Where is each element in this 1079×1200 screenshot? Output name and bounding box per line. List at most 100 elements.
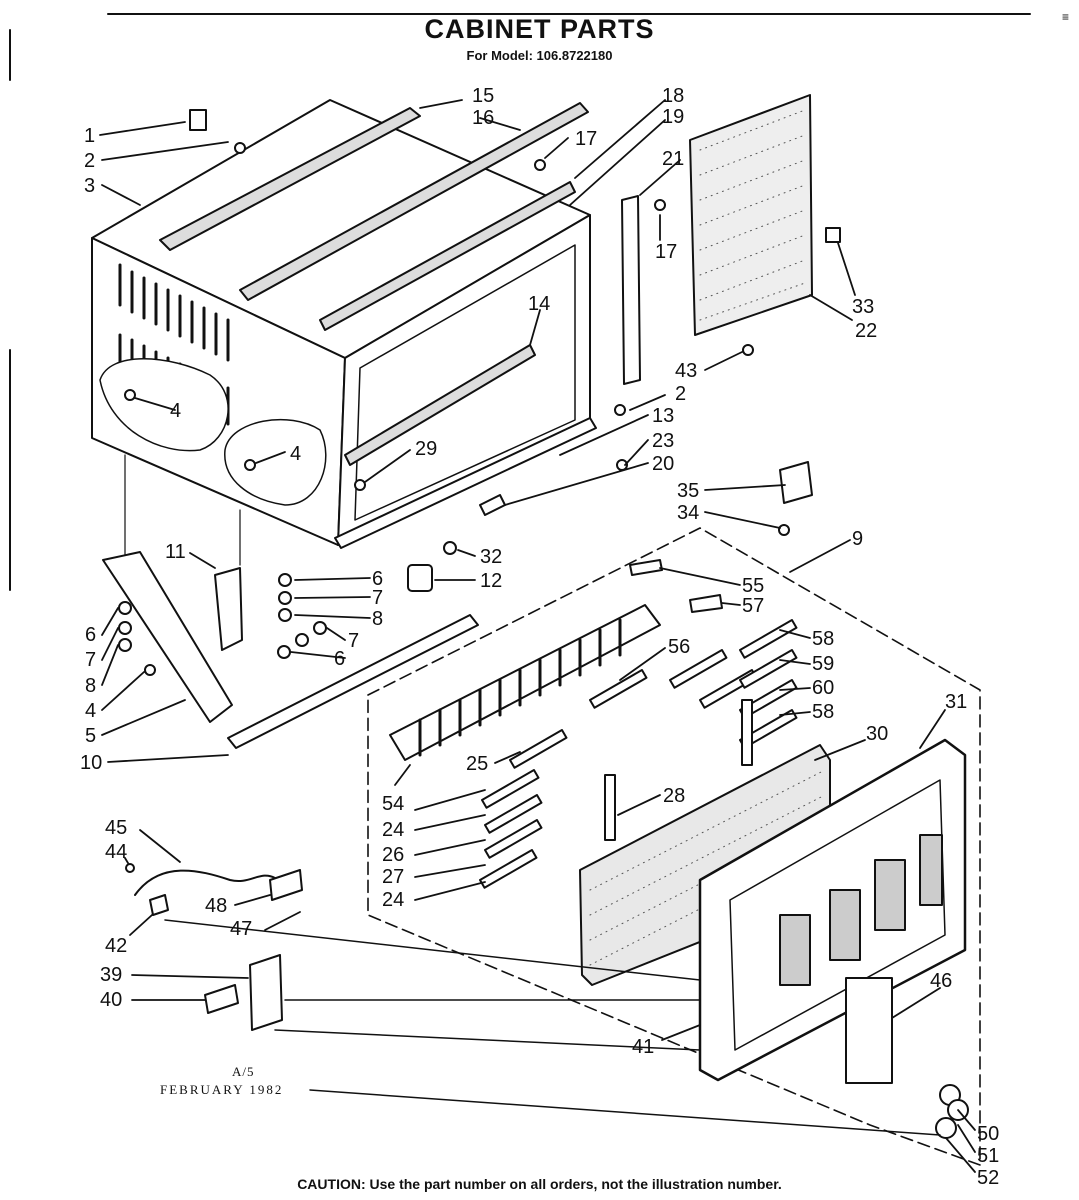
louvre-vanes (478, 619, 798, 889)
callout-30: 30 (866, 723, 888, 745)
revision-date: FEBRUARY 1982 (160, 1082, 284, 1097)
mounting-plate (249, 954, 283, 1031)
callout-24b: 24 (382, 889, 404, 911)
callout-39: 39 (100, 964, 122, 986)
callout-3: 3 (84, 175, 95, 197)
callout-52: 52 (977, 1167, 999, 1189)
callout-2b: 2 (675, 383, 686, 405)
clamp (149, 894, 169, 916)
front-assembly-boundary (367, 527, 981, 1166)
callout-4b: 4 (290, 443, 301, 465)
callout-14: 14 (528, 293, 550, 315)
upright-bracket (621, 195, 641, 385)
callout-55: 55 (742, 575, 764, 597)
callout-46: 46 (930, 970, 952, 992)
callout-43: 43 (675, 360, 697, 382)
callout-57: 57 (742, 595, 764, 617)
callout-41: 41 (632, 1036, 654, 1058)
hardware (118, 109, 790, 873)
assembly-line (164, 919, 701, 981)
callout-6a: 6 (372, 568, 383, 590)
callout-10: 10 (80, 752, 102, 774)
assembly-line (274, 1029, 701, 1051)
bottom-rail (227, 614, 479, 749)
callout-23: 23 (652, 430, 674, 452)
callout-6c: 6 (85, 624, 96, 646)
callout-17: 17 (575, 128, 597, 150)
callout-25: 25 (466, 753, 488, 775)
support-bracket (102, 551, 233, 723)
callout-27: 27 (382, 866, 404, 888)
callout-labels: 1 2 3 15 16 17 18 19 21 17 33 22 43 2 14… (80, 85, 999, 1189)
vane-link (741, 699, 753, 766)
callout-16: 16 (472, 107, 494, 129)
callout-18: 18 (662, 85, 684, 107)
callout-60: 60 (812, 677, 834, 699)
front-grille (698, 738, 967, 1082)
callout-58b: 58 (812, 701, 834, 723)
callout-20: 20 (652, 453, 674, 475)
callout-26: 26 (382, 844, 404, 866)
model-number: For Model: 106.8722180 (466, 48, 613, 63)
vane-link (604, 774, 616, 841)
assembly-line (309, 1089, 941, 1136)
callout-50: 50 (977, 1123, 999, 1145)
callout-5: 5 (85, 725, 96, 747)
callout-56: 56 (668, 636, 690, 658)
callout-9: 9 (852, 528, 863, 550)
caution-note: CAUTION: Use the part number on all orde… (297, 1176, 782, 1192)
callout-8c: 8 (85, 675, 96, 697)
plug (204, 984, 239, 1014)
terminal-block (269, 869, 303, 901)
callout-32: 32 (480, 546, 502, 568)
clip-part (825, 227, 841, 243)
callout-35: 35 (677, 480, 699, 502)
callout-13: 13 (652, 405, 674, 427)
callout-51: 51 (977, 1145, 999, 1167)
wire-harness (134, 869, 276, 896)
callout-19: 19 (662, 106, 684, 128)
callout-12: 12 (480, 570, 502, 592)
callout-47: 47 (230, 918, 252, 940)
cabinet-shell (91, 99, 597, 549)
control-bracket (779, 461, 813, 504)
side-bracket (214, 567, 243, 651)
callout-22: 22 (855, 320, 877, 342)
callout-6b: 6 (334, 648, 345, 670)
callout-4c: 4 (85, 700, 96, 722)
callout-17b: 17 (655, 241, 677, 263)
callout-34: 34 (677, 502, 699, 524)
diagram-title: CABINET PARTS (424, 14, 655, 44)
callout-44: 44 (105, 841, 127, 863)
callout-8a: 8 (372, 608, 383, 630)
margin-mark: ≡ (1062, 10, 1070, 24)
callout-58a: 58 (812, 628, 834, 650)
callout-1: 1 (84, 125, 95, 147)
callout-21: 21 (662, 148, 684, 170)
callout-28: 28 (663, 785, 685, 807)
callout-4a: 4 (170, 400, 181, 422)
callout-11: 11 (165, 541, 186, 563)
callout-48: 48 (205, 895, 227, 917)
callout-15: 15 (472, 85, 494, 107)
callout-40: 40 (100, 989, 122, 1011)
leader-lines (99, 99, 976, 1173)
callout-42: 42 (105, 935, 127, 957)
callout-33: 33 (852, 296, 874, 318)
callout-2: 2 (84, 150, 95, 172)
callout-45: 45 (105, 817, 127, 839)
louvre-assembly (389, 604, 661, 761)
callout-24a: 24 (382, 819, 404, 841)
sheet-number: A/5 (232, 1064, 255, 1079)
callout-54: 54 (382, 793, 404, 815)
callout-59: 59 (812, 653, 834, 675)
callout-29: 29 (415, 438, 437, 460)
callout-7c: 7 (85, 649, 96, 671)
control-housing (845, 977, 893, 1084)
filter-panel (689, 94, 813, 336)
callout-31: 31 (945, 691, 967, 713)
callout-7a: 7 (372, 587, 383, 609)
callout-7b: 7 (348, 630, 359, 652)
